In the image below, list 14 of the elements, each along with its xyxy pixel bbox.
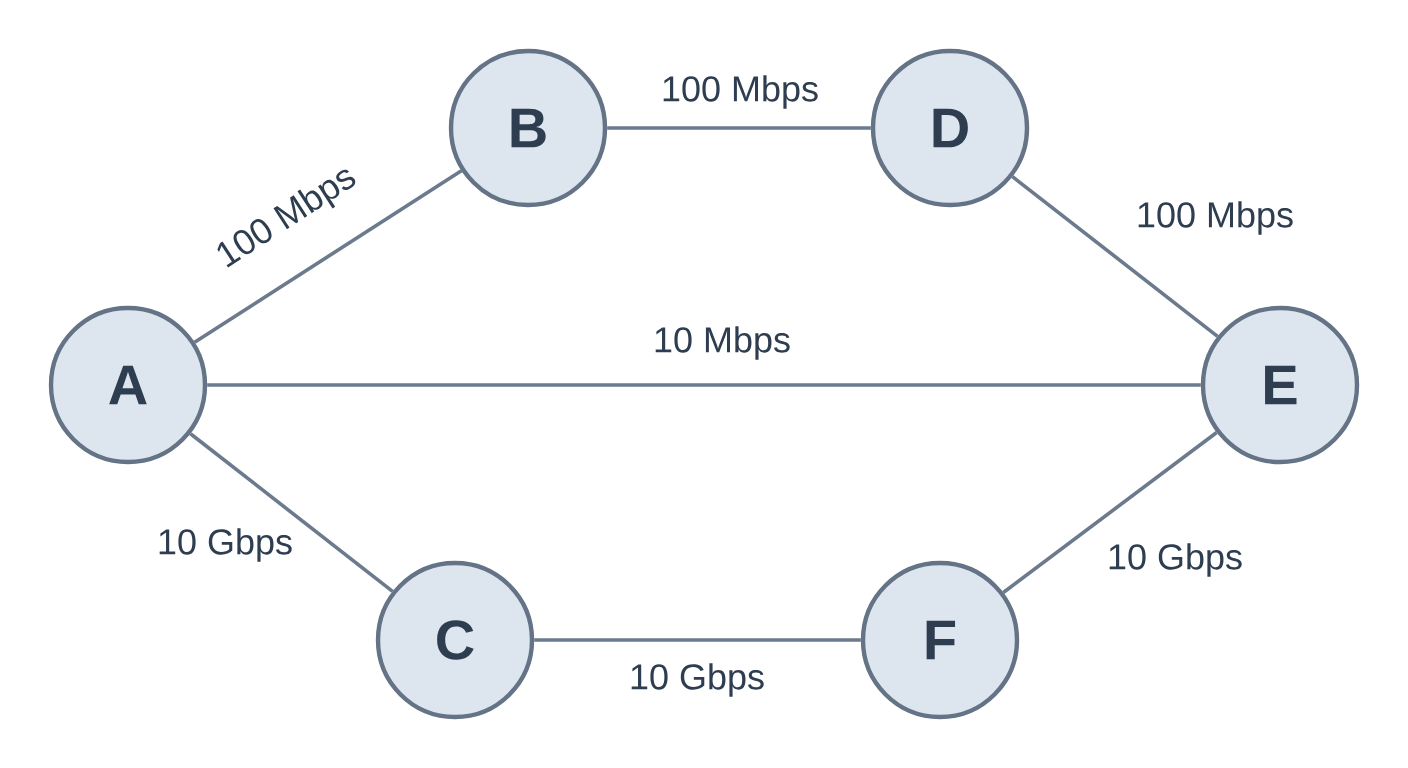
connection-line xyxy=(534,638,861,642)
connection-line xyxy=(1011,175,1219,338)
edge-label: 10 Gbps xyxy=(159,528,292,562)
edge-label: 100 Mbps xyxy=(217,169,356,268)
edge-label: 10 Gbps xyxy=(1109,543,1242,577)
edge-label: 100 Mbps xyxy=(663,75,818,109)
connection-line xyxy=(1002,431,1218,594)
connection-line xyxy=(607,126,871,130)
connection-line xyxy=(207,383,1201,387)
edge-label: 10 Gbps xyxy=(631,663,764,697)
edge-label: 10 Mbps xyxy=(655,326,790,360)
edge-label: 100 Mbps xyxy=(1138,201,1293,235)
connection-line xyxy=(193,169,463,344)
connection-line xyxy=(189,432,394,593)
